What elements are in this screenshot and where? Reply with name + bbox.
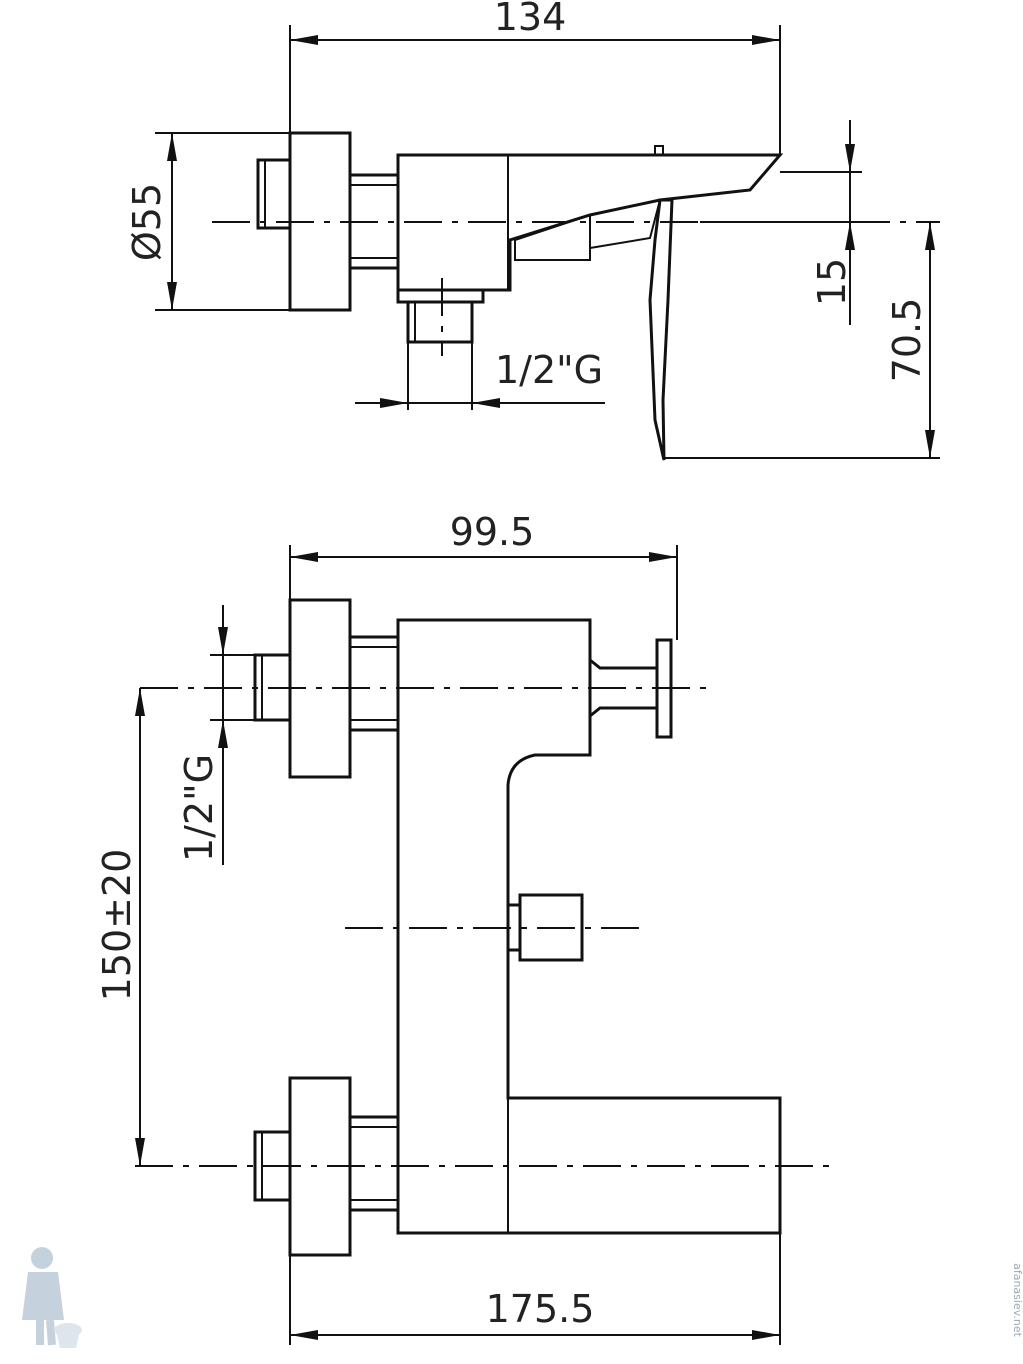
dim-175-5-label: 175.5	[486, 1287, 595, 1331]
top-spout	[648, 198, 674, 461]
top-inlet-connector	[256, 158, 290, 230]
top-connecting-pipe	[350, 173, 398, 270]
top-outlet-connector	[396, 288, 485, 304]
top-view: 134 Ø55 15 70.5 1/2"G	[125, 0, 940, 461]
front-mixer-body	[396, 618, 782, 1235]
dim-diameter-label: Ø55	[125, 183, 169, 261]
dim-134-label: 134	[494, 0, 567, 39]
dim-99-5-label: 99.5	[450, 510, 535, 554]
front-view: 99.5 1/2"G 150±20 175.5	[95, 510, 830, 1345]
top-handle-knob	[654, 145, 664, 156]
dim-thread-left-label: 1/2"G	[177, 754, 221, 862]
dim-thread-top-label: 1/2"G	[495, 348, 603, 392]
dim-15-label: 15	[810, 258, 854, 306]
side-watermark: afanasiev.net	[1011, 1263, 1023, 1338]
plumber-logo	[22, 1247, 82, 1348]
front-diverter	[518, 893, 584, 962]
front-lower-inlet	[253, 1130, 290, 1202]
dim-spacing-label: 150±20	[95, 849, 139, 1002]
dim-70-5-label: 70.5	[885, 298, 929, 383]
